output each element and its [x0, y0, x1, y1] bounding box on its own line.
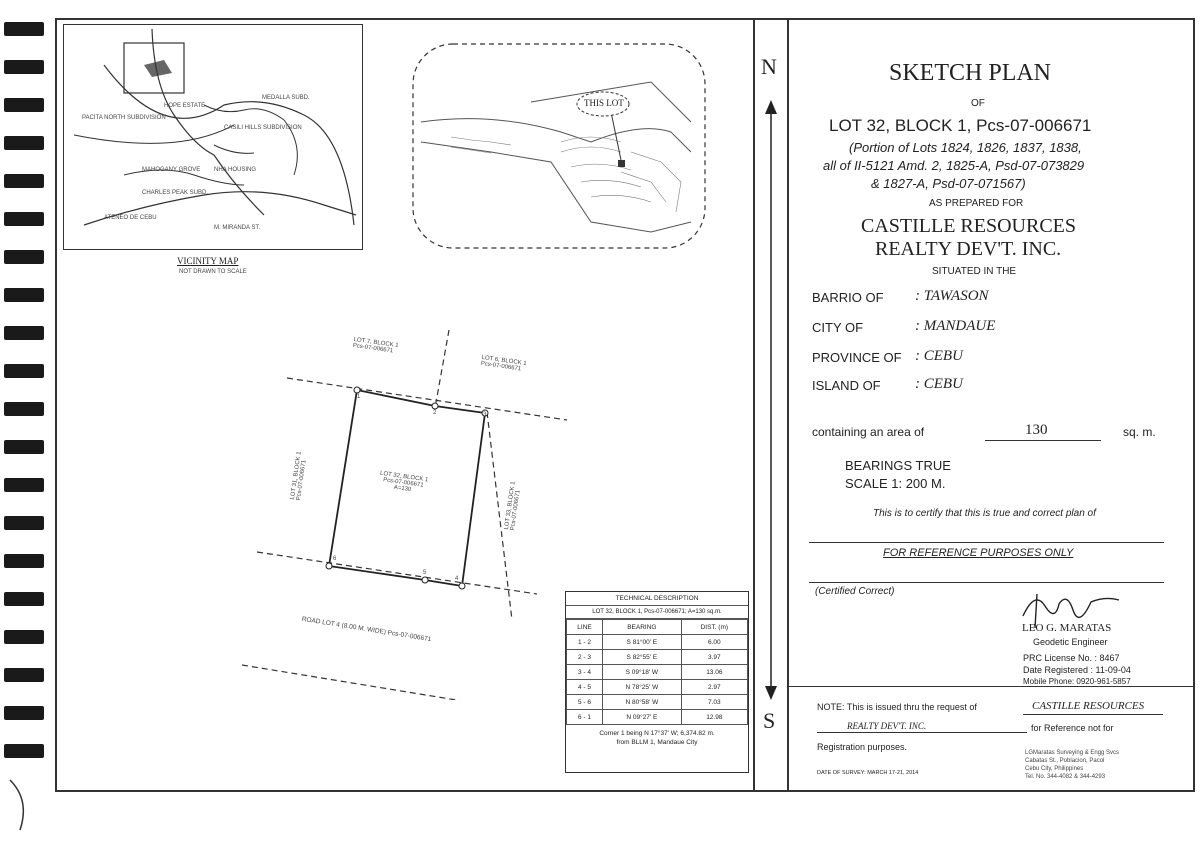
- note-name-line: [1023, 714, 1163, 715]
- this-lot-label: THIS LOT: [584, 98, 624, 108]
- reference-line: [809, 582, 1164, 583]
- corner-label: 1: [357, 394, 361, 400]
- vicinity-place: M. MIRANDA ST.: [214, 225, 261, 231]
- engineer-title: Geodetic Engineer: [1033, 637, 1108, 647]
- office-line: Tel. No. 344-4082 & 344-4293: [1025, 774, 1106, 780]
- vicinity-place: NHA HOUSING: [214, 167, 257, 173]
- vicinity-place: MEDALLA SUBD.: [262, 95, 310, 101]
- note-name: REALTY DEV'T. INC.: [847, 721, 927, 731]
- date-registered: Date Registered : 11-09-04: [1023, 665, 1131, 675]
- inset-map: [412, 43, 706, 249]
- engineer-name: LEO G. MARATAS: [1022, 622, 1112, 634]
- owner-name: REALTY DEV'T. INC.: [875, 238, 1062, 260]
- prepared-for-label: AS PREPARED FOR: [929, 198, 1024, 209]
- north-label: N: [761, 54, 777, 79]
- tech-header: LINE: [565, 619, 604, 635]
- office-line: Cebu City, Philippines: [1025, 766, 1084, 772]
- vicinity-place: MAHOGANY GROVE: [142, 167, 201, 173]
- vicinity-place: CASILI HILLS SUBDIVISION: [224, 125, 302, 131]
- vicinity-place: PACITA NORTH SUBDIVISION: [82, 115, 166, 121]
- spiral-binding: [4, 22, 44, 831]
- vicinity-map-drawing: [73, 28, 357, 226]
- tech-footer: Corner 1 being N 17°37' W; 6,374.82 m.: [599, 730, 715, 737]
- note-suffix: for Reference not for: [1031, 723, 1114, 733]
- lot-heading: LOT 32, BLOCK 1, Pcs-07-006671: [829, 116, 1092, 135]
- corner-label: 6: [333, 556, 337, 562]
- compass-divider-right: [787, 20, 789, 790]
- location-label: CITY OF: [812, 320, 864, 335]
- corner-label: 3: [483, 412, 487, 418]
- corner-label: 2: [433, 410, 437, 416]
- certified-correct-label: (Certified Correct): [815, 586, 895, 597]
- location-label: PROVINCE OF: [812, 350, 902, 365]
- note-name2-line: [817, 732, 1027, 733]
- compass-divider-left: [753, 20, 755, 790]
- vicinity-map-subtitle: NOT DRAWN TO SCALE: [179, 269, 247, 275]
- location-label: BARRIO OF: [812, 290, 884, 305]
- tech-header: BEARING: [602, 619, 682, 635]
- reference-text: FOR REFERENCE PURPOSES ONLY: [883, 547, 1074, 559]
- office-line: LGMaratas Surveying & Engg Svcs: [1025, 750, 1120, 756]
- north-arrow-icon: [765, 100, 777, 700]
- tech-footer: from BLLM 1, Mandaue City: [616, 739, 698, 746]
- location-value: : CEBU: [915, 348, 963, 364]
- location-label: ISLAND OF: [812, 378, 881, 393]
- location-value: : CEBU: [915, 376, 963, 392]
- survey-date: DATE OF SURVEY: MARCH 17-21, 2014: [817, 770, 919, 776]
- location-value: : MANDAUE: [915, 318, 996, 334]
- prc-license: PRC License No. : 8467: [1023, 653, 1120, 663]
- corner-label: 5: [423, 570, 427, 576]
- vicinity-map-title: VICINITY MAP: [177, 256, 239, 266]
- portion-line: all of II-5121 Amd. 2, 1825-A, Psd-07-07…: [823, 158, 1085, 173]
- portion-line: (Portion of Lots 1824, 1826, 1837, 1838,: [849, 140, 1082, 155]
- situated-label: SITUATED IN THE: [932, 266, 1017, 277]
- lot-plan-drawing: [241, 329, 568, 700]
- mobile-phone: Mobile Phone: 0920-961-5857: [1023, 677, 1131, 686]
- location-value: : TAWASON: [915, 288, 989, 304]
- vicinity-place: CHARLES PEAK SUBD.: [142, 190, 209, 196]
- technical-description-table: TECHNICAL DESCRIPTION LOT 32, BLOCK 1, P…: [565, 591, 749, 773]
- south-label: S: [763, 708, 776, 733]
- vicinity-place: HOPE ESTATE: [164, 103, 206, 109]
- area-value: 130: [1025, 422, 1048, 438]
- sketch-plan-title: SKETCH PLAN: [889, 60, 1052, 86]
- area-underline: [985, 440, 1101, 441]
- note-divider: [789, 686, 1195, 687]
- tech-lot: LOT 32, BLOCK 1, Pcs-07-006671; A=130 sq…: [566, 606, 748, 619]
- of-label: OF: [971, 98, 985, 109]
- sketch-plan-sheet: PACITA NORTH SUBDIVISION HOPE ESTATE MED…: [55, 18, 1195, 792]
- owner-name: CASTILLE RESOURCES: [861, 215, 1077, 237]
- tech-title: TECHNICAL DESCRIPTION: [566, 592, 748, 606]
- certify-text: This is to certify that this is true and…: [873, 508, 1096, 519]
- scale-label: SCALE 1: 200 M.: [845, 476, 946, 491]
- bearings-label: BEARINGS TRUE: [845, 458, 951, 473]
- office-line: Cabatas St., Poblacion, Pacol: [1025, 758, 1105, 764]
- portion-line: & 1827-A, Psd-07-071567): [871, 176, 1026, 191]
- note-prefix: NOTE: This is issued thru the request of: [817, 702, 977, 712]
- certify-line: [809, 542, 1164, 543]
- area-label: containing an area of: [812, 425, 925, 439]
- vicinity-place: ATENEO DE CEBU: [104, 215, 157, 221]
- corner-label: 4: [455, 576, 459, 582]
- vicinity-map: PACITA NORTH SUBDIVISION HOPE ESTATE MED…: [63, 24, 363, 250]
- area-unit: sq. m.: [1123, 425, 1156, 439]
- engineer-signature: [1022, 593, 1120, 629]
- note-name: CASTILLE RESOURCES: [1032, 700, 1145, 712]
- note-end: Registration purposes.: [817, 742, 908, 752]
- tech-header: DIST. (m): [680, 619, 749, 635]
